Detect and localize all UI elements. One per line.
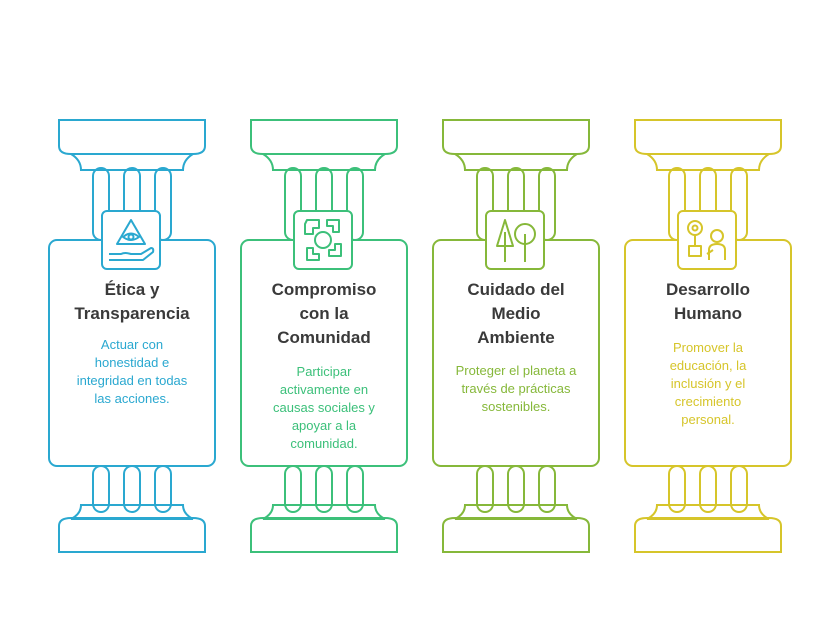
pillar-description: Proteger el planeta a través de práctica… [455, 363, 577, 414]
trees-icon [485, 210, 545, 270]
pillar-title: Desarrollo Humano [665, 280, 751, 323]
pillar-etica: Ética y Transparencia Actuar con honesti… [47, 118, 217, 555]
pillar-title: Ética y Transparencia [74, 280, 190, 323]
pillar-compromiso: Compromiso con la Comunidad Participar a… [239, 118, 409, 555]
eye-hand-icon [101, 210, 161, 270]
person-plant-icon [677, 210, 737, 270]
pillar-frame [48, 119, 216, 553]
pillar-desarrollo-humano: Desarrollo Humano Promover la educación,… [623, 118, 793, 555]
pillar-description: Participar activamente en causas sociale… [273, 364, 375, 451]
pillar-description: Promover la educación, la inclusión y el… [669, 340, 747, 427]
joined-hands-icon [293, 210, 353, 270]
pillar-medio-ambiente: Cuidado del Medio Ambiente Proteger el p… [431, 118, 601, 555]
pillar-description: Actuar con honestidad e integridad en to… [76, 337, 188, 406]
pillar-frame [624, 119, 792, 553]
pillar-title: Compromiso con la Comunidad [271, 280, 377, 347]
pillar-title: Cuidado del Medio Ambiente [467, 280, 565, 347]
